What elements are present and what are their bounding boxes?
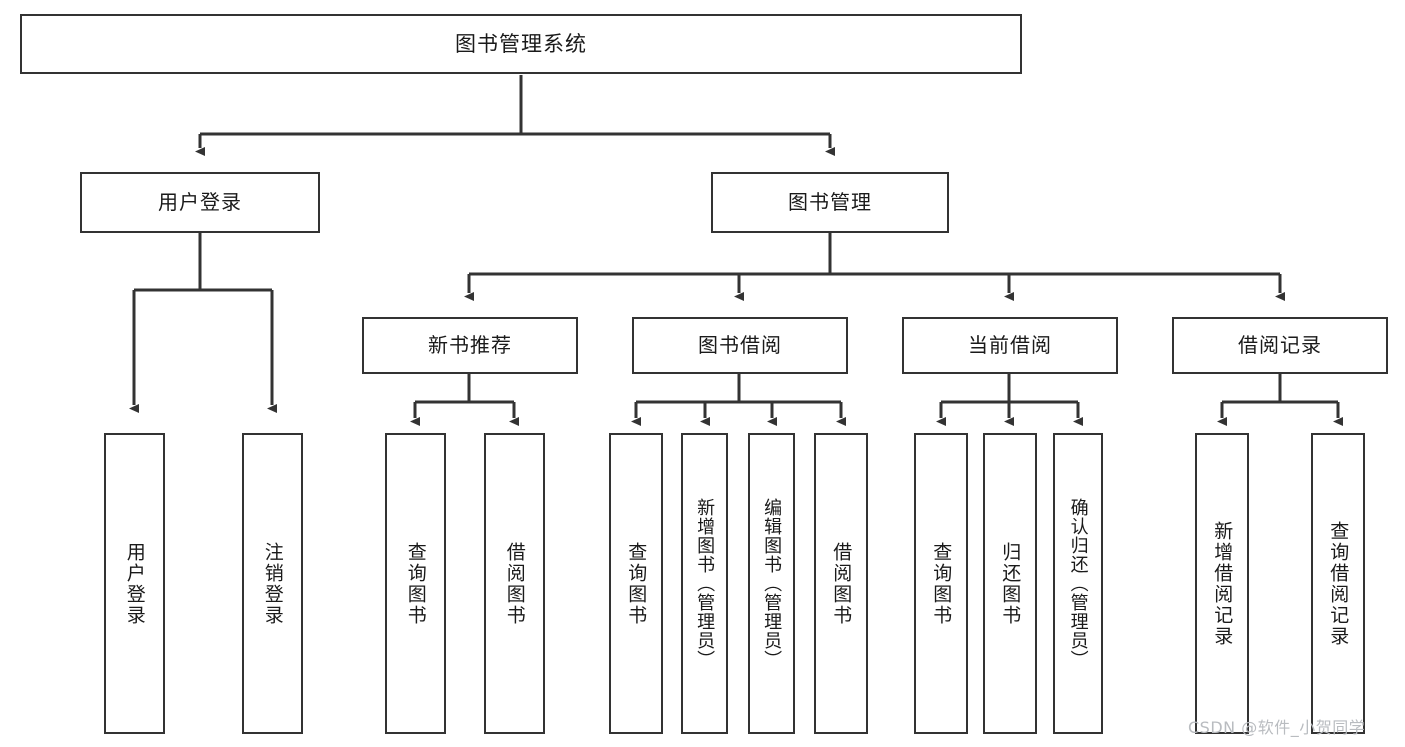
node-book-management[interactable]: 图书管理 — [711, 172, 949, 233]
node-label: 新增借阅记录 — [1211, 520, 1234, 647]
node-label: 新增图书（管理员） — [694, 498, 716, 669]
leaf-book-borrow-borrow-book[interactable]: 借阅图书 — [814, 433, 868, 734]
node-label: 用户登录 — [123, 541, 146, 626]
csdn-watermark: CSDN @软件_小贺同学 — [1188, 718, 1366, 737]
node-label: 新书推荐 — [428, 333, 512, 357]
leaf-book-borrow-edit-book-admin[interactable]: 编辑图书（管理员） — [748, 433, 795, 734]
node-borrow-record[interactable]: 借阅记录 — [1172, 317, 1388, 374]
node-label: 图书管理 — [788, 190, 872, 214]
node-label: 查询图书 — [404, 541, 427, 626]
leaf-user-login-login[interactable]: 用户登录 — [104, 433, 165, 734]
leaf-book-borrow-add-book-admin[interactable]: 新增图书（管理员） — [681, 433, 728, 734]
node-new-book-recommend[interactable]: 新书推荐 — [362, 317, 578, 374]
node-label: 图书借阅 — [698, 333, 782, 357]
node-label: 确认归还（管理员） — [1067, 498, 1089, 669]
node-label: 查询图书 — [625, 541, 648, 626]
leaf-user-login-logout[interactable]: 注销登录 — [242, 433, 303, 734]
node-root-book-management-system[interactable]: 图书管理系统 — [20, 14, 1022, 74]
node-label: 图书管理系统 — [455, 31, 587, 56]
node-label: 借阅图书 — [503, 541, 526, 626]
leaf-new-book-borrow-book[interactable]: 借阅图书 — [484, 433, 545, 734]
leaf-borrow-record-add-record[interactable]: 新增借阅记录 — [1195, 433, 1249, 734]
leaf-current-borrow-return-book[interactable]: 归还图书 — [983, 433, 1037, 734]
node-label: 归还图书 — [999, 541, 1022, 626]
node-label: 查询图书 — [930, 541, 953, 626]
node-label: 当前借阅 — [968, 333, 1052, 357]
node-user-login[interactable]: 用户登录 — [80, 172, 320, 233]
node-label: 用户登录 — [158, 190, 242, 214]
leaf-current-borrow-query-book[interactable]: 查询图书 — [914, 433, 968, 734]
node-label: 查询借阅记录 — [1327, 520, 1350, 647]
node-label: 借阅图书 — [830, 541, 853, 626]
node-current-borrow[interactable]: 当前借阅 — [902, 317, 1118, 374]
node-book-borrow[interactable]: 图书借阅 — [632, 317, 848, 374]
node-label: 编辑图书（管理员） — [761, 498, 783, 669]
leaf-new-book-query-book[interactable]: 查询图书 — [385, 433, 446, 734]
node-label: 借阅记录 — [1238, 333, 1322, 357]
leaf-borrow-record-query-record[interactable]: 查询借阅记录 — [1311, 433, 1365, 734]
leaf-current-borrow-confirm-return-admin[interactable]: 确认归还（管理员） — [1053, 433, 1103, 734]
node-label: 注销登录 — [261, 541, 284, 626]
leaf-book-borrow-query-book[interactable]: 查询图书 — [609, 433, 663, 734]
